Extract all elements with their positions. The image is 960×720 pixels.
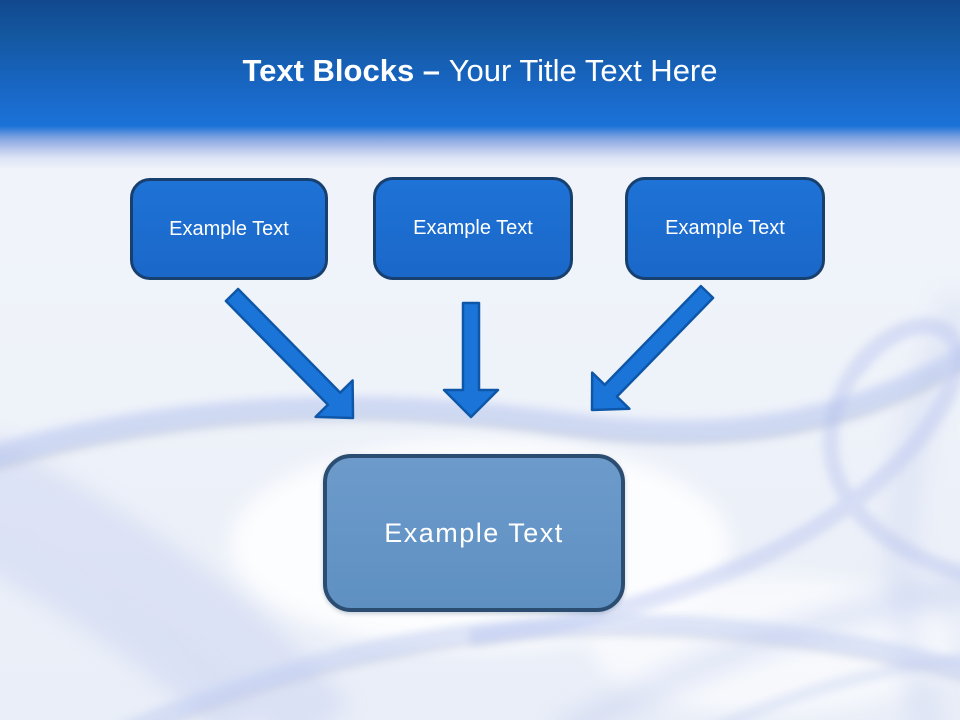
slide-title-regular: Your Title Text Here xyxy=(448,53,718,88)
text-block-1[interactable]: Example Text xyxy=(130,178,328,280)
header-banner xyxy=(0,0,960,170)
center-text-block-label: Example Text xyxy=(384,517,564,548)
text-block-3-label: Example Text xyxy=(665,217,785,239)
slide-title[interactable]: Text Blocks – Your Title Text Here xyxy=(0,53,960,88)
text-block-2[interactable]: Example Text xyxy=(373,177,573,280)
text-block-2-label: Example Text xyxy=(413,217,533,239)
center-text-block[interactable]: Example Text xyxy=(323,454,625,612)
slide-title-bold: Text Blocks – xyxy=(242,53,441,88)
arrow-down-icon[interactable] xyxy=(442,301,500,419)
arrow-down-right-icon[interactable] xyxy=(224,287,355,420)
arrow-down-left-icon[interactable] xyxy=(590,284,715,412)
text-block-1-label: Example Text xyxy=(169,217,289,240)
text-block-3[interactable]: Example Text xyxy=(625,177,825,280)
